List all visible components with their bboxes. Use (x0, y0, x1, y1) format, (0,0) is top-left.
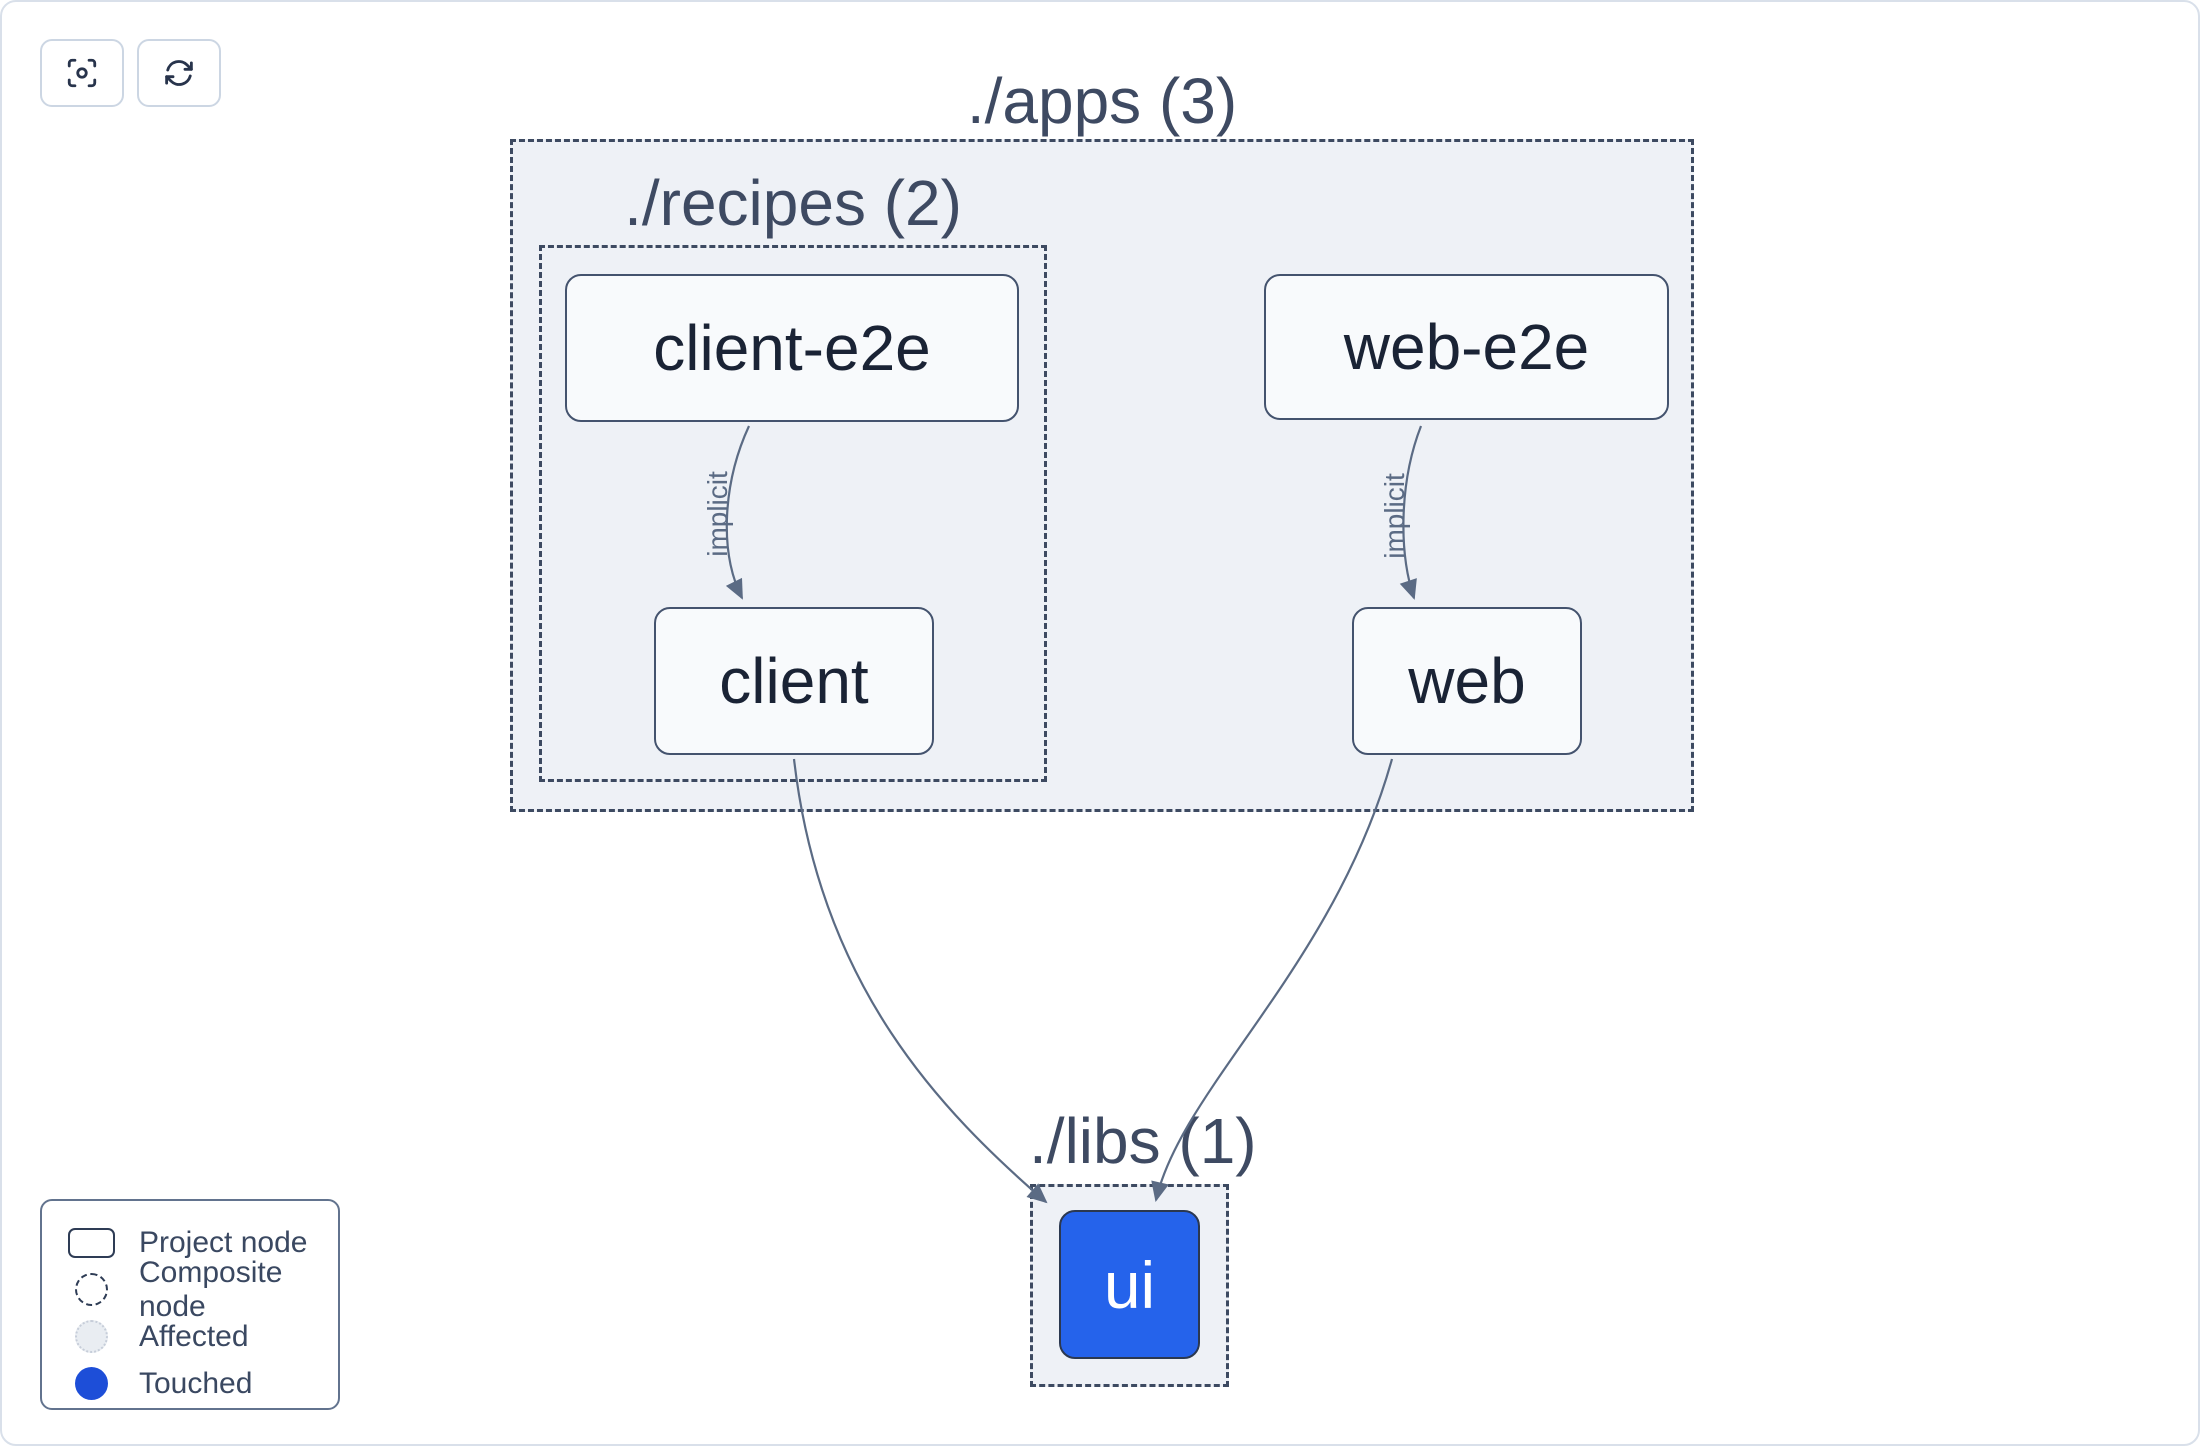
legend-label: Project node (139, 1225, 308, 1259)
legend-label: Composite node (139, 1255, 283, 1323)
legend-item-composite-node: Composite node (68, 1256, 338, 1323)
focus-button[interactable] (40, 39, 124, 107)
project-node-swatch (68, 1227, 115, 1258)
legend-label: Touched (139, 1366, 253, 1400)
legend-label: Affected (139, 1319, 249, 1353)
touched-swatch (75, 1367, 108, 1400)
focus-icon (67, 58, 97, 88)
edge-label-implicit-web: implicit (1379, 473, 1410, 559)
edge-label-implicit-client: implicit (702, 471, 733, 557)
refresh-icon (165, 60, 193, 86)
legend-item-project-node: Project node (68, 1219, 338, 1266)
refresh-button[interactable] (137, 39, 221, 107)
composite-node-swatch (75, 1273, 108, 1306)
node-web[interactable]: web (1352, 607, 1582, 755)
affected-swatch (75, 1320, 108, 1353)
legend-item-touched: Touched (68, 1360, 338, 1407)
node-ui[interactable]: ui (1059, 1210, 1200, 1359)
node-client[interactable]: client (654, 607, 934, 755)
edge-client-ui[interactable] (792, 758, 1048, 1204)
group-label-recipes: ./recipes (2) (624, 167, 962, 239)
legend: Project node Composite node Affected Tou… (40, 1199, 340, 1410)
group-label-apps: ./apps (3) (966, 65, 1238, 137)
node-client-e2e[interactable]: client-e2e (565, 274, 1019, 422)
group-label-libs: ./libs (1) (1029, 1105, 1257, 1177)
legend-item-affected: Affected (68, 1313, 338, 1360)
node-web-e2e[interactable]: web-e2e (1264, 274, 1669, 420)
